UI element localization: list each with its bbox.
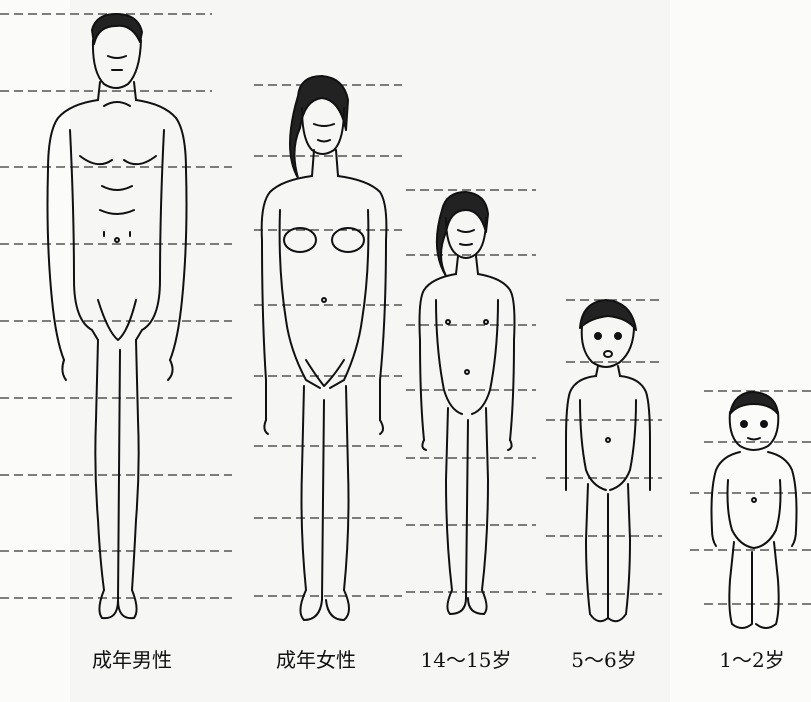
label-adult-male: 成年男性: [92, 644, 172, 673]
label-age-1-2: 1～2岁: [719, 644, 784, 673]
label-age-5-6: 5～6岁: [571, 644, 636, 673]
label-age-14-15: 14～15岁: [421, 644, 512, 673]
label-adult-female: 成年女性: [276, 644, 356, 673]
